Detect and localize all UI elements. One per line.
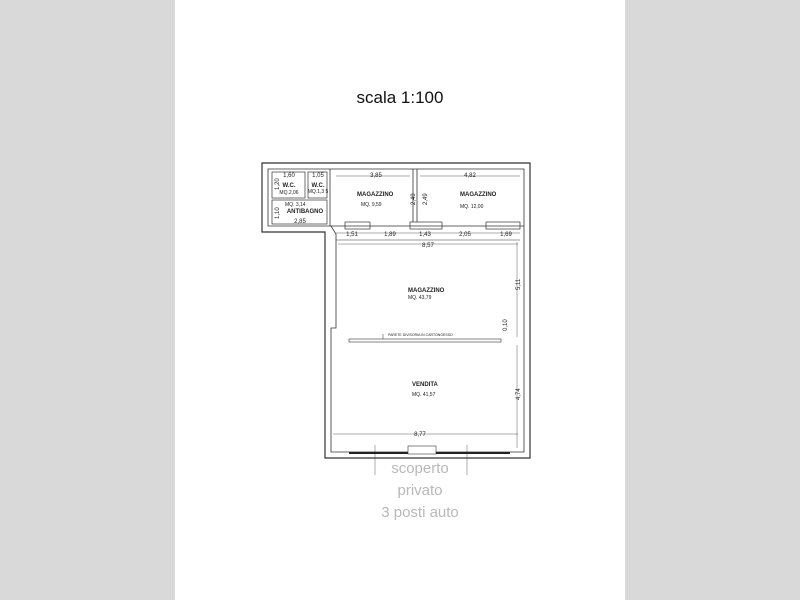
dimension: 2,05: [459, 232, 471, 238]
plan-sheet: [175, 0, 625, 600]
magazzino3-label: MAGAZZINO: [408, 288, 445, 294]
partition-label: PARETE DIVISORIA IN CARTONGESSO: [388, 333, 453, 337]
magazzino1-area: MQ. 9,59: [361, 202, 382, 208]
dimension: 1,43: [419, 232, 431, 238]
dimension: 1,60: [283, 173, 295, 179]
dimension: 3,85: [370, 173, 382, 179]
dimension: 1,05: [312, 173, 324, 179]
pillar: [409, 221, 443, 230]
wc2-outline: [307, 171, 328, 199]
antibagno-area: MQ. 3,14: [285, 202, 306, 208]
dimension: 5,11: [516, 278, 522, 290]
dimension: 1,51: [346, 232, 358, 238]
vendita-label: VENDITA: [412, 382, 439, 388]
wc1-label: W.C.: [283, 183, 296, 189]
dimension: 0,10: [503, 319, 509, 331]
dimension: 4,74: [516, 388, 522, 400]
vendita-area: MQ. 41,57: [412, 392, 436, 398]
magazzino1-label: MAGAZZINO: [357, 192, 394, 198]
dimension: 2,49: [411, 193, 417, 205]
dimension: 2,85: [294, 219, 306, 225]
pillar: [344, 221, 371, 230]
partition-wall: [348, 338, 502, 343]
dimension: 1,10: [275, 207, 281, 219]
magazzino2-area: MQ. 12,00: [460, 204, 484, 210]
scale-label: scala 1:100: [356, 88, 444, 107]
wc2-label: W.C.: [312, 183, 325, 189]
dimension: 1,20: [275, 178, 281, 190]
antibagno-label: ANTIBAGNO: [287, 209, 324, 215]
magazzino3-area: MQ. 43,79: [408, 295, 432, 301]
wc2-area: MQ.1,3 5: [308, 189, 329, 195]
wc1-area: MQ.2,06: [279, 190, 298, 196]
antibagno-outline: [271, 199, 328, 225]
outside-label-line: privato: [397, 482, 443, 499]
outside-label-line: scoperto: [391, 460, 449, 477]
pillar: [485, 221, 521, 230]
dimension: 4,82: [464, 173, 476, 179]
dimension: 1,89: [384, 232, 396, 238]
dimension: 2,49: [423, 193, 429, 205]
dimension: 8,57: [422, 243, 434, 249]
wc1-outline: [271, 171, 306, 199]
magazzino2-label: MAGAZZINO: [460, 192, 497, 198]
outside-label-line: 3 posti auto: [381, 504, 459, 521]
dimension: 8,77: [414, 432, 426, 438]
dimension: 1,69: [500, 232, 512, 238]
outside-area-label: scoperto privato 3 posti auto: [320, 458, 520, 524]
inner-wall: [267, 168, 525, 453]
outer-wall: [261, 162, 531, 459]
